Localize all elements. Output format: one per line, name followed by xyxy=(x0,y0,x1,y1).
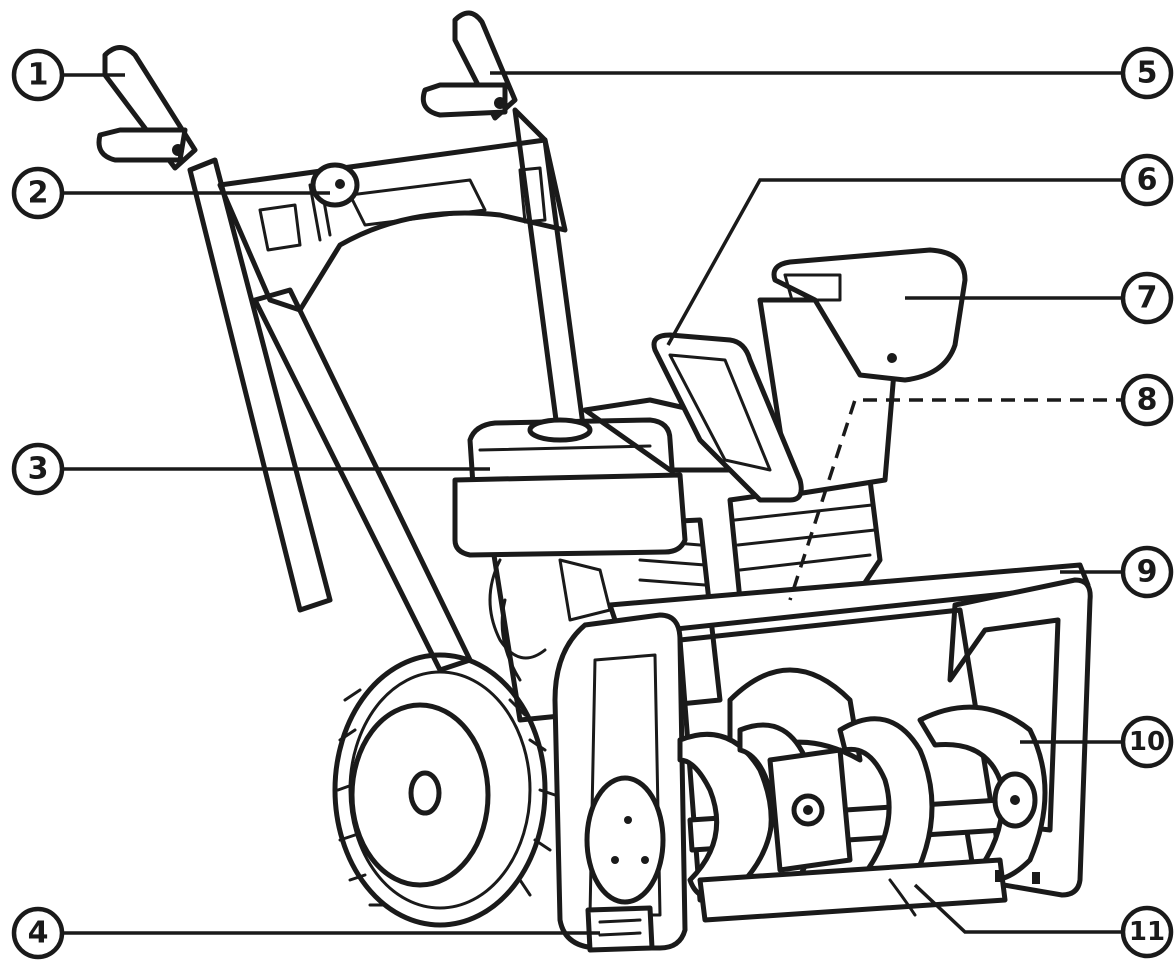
skid-shoe xyxy=(585,905,655,953)
scraper-bolt xyxy=(1032,872,1040,884)
lower-frame-left xyxy=(252,287,473,673)
engine xyxy=(452,397,763,723)
console-right-window xyxy=(518,166,547,224)
lever-pivot xyxy=(172,144,184,156)
callout-label: 2 xyxy=(28,176,49,211)
right-handle-grip xyxy=(420,10,518,121)
callout-1: 1 xyxy=(11,48,65,102)
scraper-edge xyxy=(888,878,917,917)
leader-8 xyxy=(788,398,1130,601)
bearing-bolt xyxy=(611,856,619,864)
callout-label: 9 xyxy=(1137,555,1158,590)
callout-8: 8 xyxy=(1120,373,1174,427)
right-hand-grip xyxy=(420,82,508,118)
auger-housing xyxy=(552,562,1093,953)
tread-lugs xyxy=(336,688,557,907)
knob-center xyxy=(335,179,345,189)
callout-label: 6 xyxy=(1137,163,1158,198)
callout-label: 11 xyxy=(1129,917,1165,947)
leader-lines xyxy=(62,71,1130,935)
callout-label: 10 xyxy=(1129,727,1165,757)
chute-base-rings xyxy=(733,503,877,572)
fuel-tank-lower xyxy=(452,472,688,558)
left-handle-tube xyxy=(187,157,333,613)
callout-11: 11 xyxy=(1120,905,1174,959)
wheel xyxy=(332,652,557,928)
leader-11 xyxy=(913,883,1130,934)
callout-4: 4 xyxy=(11,906,65,960)
callout-label: 4 xyxy=(28,916,49,951)
scraper-bar xyxy=(697,857,1008,923)
discharge-chute xyxy=(651,247,968,603)
chute-handle-grip xyxy=(668,353,772,472)
callout-5: 5 xyxy=(1120,46,1174,100)
deflector-vent xyxy=(783,273,842,302)
leader-6 xyxy=(666,178,1130,346)
left-hand-grip xyxy=(96,127,188,163)
bearing-bolt xyxy=(624,816,632,824)
callout-6: 6 xyxy=(1120,153,1174,207)
callout-label: 5 xyxy=(1137,56,1158,91)
skid-shoe-detail xyxy=(598,918,642,937)
bearing-bolt xyxy=(1010,795,1020,805)
left-handle-grip xyxy=(96,45,198,171)
gearbox-bolt xyxy=(803,805,813,815)
callout-label: 7 xyxy=(1137,281,1158,316)
scraper-bolt xyxy=(995,870,1003,882)
chute-deflector xyxy=(771,247,968,383)
engine-muffler xyxy=(488,558,547,660)
chute-crank-knob xyxy=(310,162,360,208)
deflector-bolt xyxy=(887,353,897,363)
left-bearing-plate xyxy=(584,775,666,905)
wheel-hub xyxy=(408,770,442,816)
engine-recoil xyxy=(558,558,612,622)
knob xyxy=(310,162,360,208)
callout-3: 3 xyxy=(11,442,65,496)
callout-7: 7 xyxy=(1120,271,1174,325)
callout-2: 2 xyxy=(11,166,65,220)
engine-pipe xyxy=(500,598,522,682)
console-panel xyxy=(348,178,487,227)
tank-seam xyxy=(478,444,652,452)
console-left-window xyxy=(258,203,302,252)
tire-outer xyxy=(332,652,548,928)
callout-10: 10 xyxy=(1120,715,1174,769)
auger-assembly xyxy=(677,667,1048,923)
callout-label: 3 xyxy=(28,452,49,487)
right-end-auger xyxy=(917,704,1048,883)
callout-9: 9 xyxy=(1120,545,1174,599)
fuel-cap xyxy=(527,417,593,443)
control-console xyxy=(217,137,568,313)
lever-pivot xyxy=(494,97,506,109)
bearing-bolt xyxy=(641,856,649,864)
callout-label: 1 xyxy=(28,58,49,93)
callout-label: 8 xyxy=(1137,383,1158,418)
